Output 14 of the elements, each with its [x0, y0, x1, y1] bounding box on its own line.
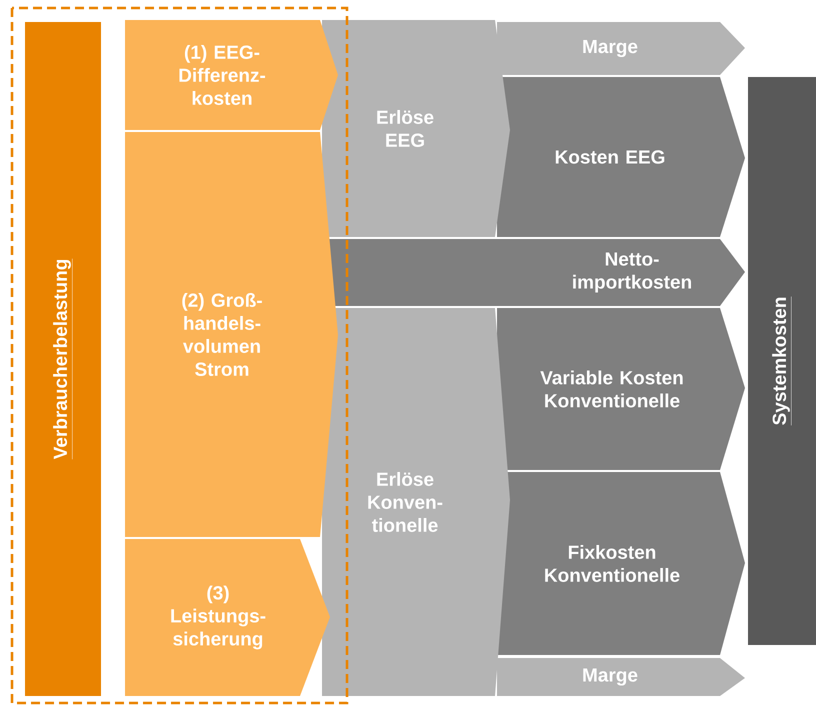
- pentagon-box: Variable Kosten Konventionelle: [497, 308, 745, 470]
- pentagon-box: (1) EEG-Differenz-kosten: [125, 20, 338, 130]
- node-label: Marge: [583, 40, 638, 58]
- pentagon-box: Marge: [497, 658, 745, 696]
- pentagon-box: Kosten EEG: [497, 77, 745, 237]
- pentagon-box: Erlöse EEG: [322, 20, 510, 237]
- vertical-bar: Systemkosten: [748, 77, 816, 645]
- node-label: Marge: [583, 668, 638, 686]
- pentagon-box: (3) Leistungs-sicherung: [125, 538, 330, 696]
- pentagon-box: Fixkosten Konventionelle: [497, 472, 745, 655]
- pentagon-box: Netto-importkosten: [322, 238, 745, 306]
- pentagon-box: Erlöse Konven-tionelle: [322, 308, 510, 696]
- vertical-bar: Verbraucherbelastung: [25, 22, 101, 696]
- pentagon-box: Marge: [497, 22, 745, 75]
